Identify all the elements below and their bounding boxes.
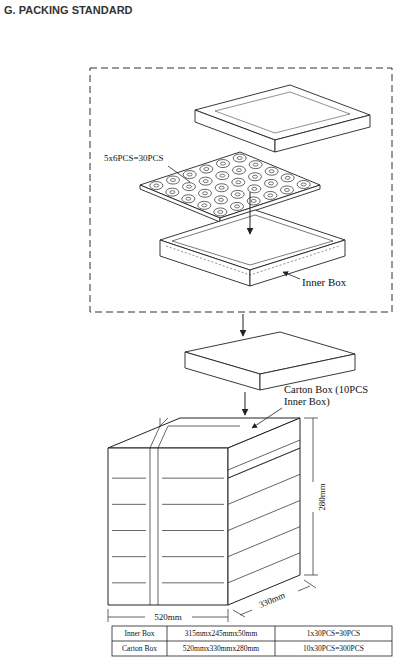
- product-item-hole: [219, 198, 224, 201]
- carton-box: [108, 418, 300, 605]
- product-item: [281, 174, 294, 182]
- product-item: [182, 195, 195, 203]
- table-cell: Inner Box: [124, 629, 154, 638]
- inner-box-layer: [112, 527, 300, 557]
- product-item-hole: [219, 186, 224, 189]
- product-item-hole: [187, 173, 192, 176]
- product-item: [281, 186, 294, 194]
- quantity-label: 5x6PCS=30PCS: [104, 153, 164, 163]
- product-item-hole: [203, 180, 208, 183]
- table-cell: 315mmx245mmx50mm: [185, 629, 258, 638]
- product-item-hole: [285, 176, 290, 179]
- leader-line: [283, 272, 300, 279]
- product-item: [215, 184, 228, 192]
- product-item: [231, 202, 244, 210]
- product-item: [198, 201, 211, 209]
- product-item-hole: [220, 174, 225, 177]
- product-item: [265, 179, 278, 187]
- product-item-hole: [253, 175, 258, 178]
- product-item-hole: [235, 205, 240, 208]
- table-cell: 1x30PCS=30PCS: [307, 629, 360, 638]
- table-cell: 520mmx330mmx280mm: [183, 644, 259, 653]
- product-item-hole: [268, 194, 273, 197]
- product-item: [183, 171, 196, 179]
- product-item: [297, 180, 310, 188]
- product-item-hole: [237, 169, 242, 172]
- product-item: [249, 161, 262, 169]
- product-item-hole: [301, 183, 306, 186]
- dimension: 280mm: [317, 482, 327, 512]
- product-item-hole: [186, 197, 191, 200]
- inner-box-lid: [195, 85, 370, 152]
- product-item: [217, 160, 230, 168]
- product-item-hole: [187, 185, 192, 188]
- inner-box-layer: [112, 474, 300, 504]
- product-item: [200, 165, 213, 173]
- part-name: Carton Box (10PCS Inner Box): [284, 384, 376, 408]
- product-item: [264, 191, 277, 199]
- product-item-hole: [202, 204, 207, 207]
- inner-box-layer: [112, 553, 300, 583]
- product-item: [249, 173, 262, 181]
- dimension: 330mm: [256, 590, 287, 611]
- tray: [140, 152, 320, 222]
- product-item-hole: [269, 182, 274, 185]
- product-item: [166, 188, 179, 196]
- product-item: [233, 166, 246, 174]
- inner-box-layer: [112, 448, 300, 478]
- product-item: [150, 182, 163, 190]
- product-item-hole: [170, 191, 175, 194]
- product-item-hole: [269, 170, 274, 173]
- table-cell: 10x30PCS=300PCS: [303, 644, 364, 653]
- product-item-hole: [218, 210, 223, 213]
- product-item-hole: [237, 157, 242, 160]
- inner-box-base: [160, 210, 345, 286]
- down-arrow: [245, 392, 246, 415]
- product-item: [167, 176, 180, 184]
- product-item-hole: [204, 168, 209, 171]
- product-item-hole: [221, 162, 226, 165]
- product-item: [199, 189, 212, 197]
- product-item-hole: [154, 184, 159, 187]
- section-title: G. PACKING STANDARD: [4, 4, 133, 16]
- product-item: [265, 167, 278, 175]
- product-item: [231, 190, 244, 198]
- dashed-frame: [90, 68, 392, 312]
- product-item-hole: [252, 187, 257, 190]
- down-arrow: [243, 314, 244, 336]
- dimension-lines: [108, 418, 318, 622]
- product-item-hole: [203, 192, 208, 195]
- down-arrow: [250, 192, 251, 234]
- product-item: [183, 183, 196, 191]
- product-item-hole: [171, 179, 176, 182]
- product-item: [232, 178, 245, 186]
- product-item: [248, 185, 261, 193]
- inner-box-layer: [112, 501, 300, 531]
- leader-line: [168, 166, 190, 182]
- product-item-hole: [236, 181, 241, 184]
- product-item-hole: [285, 188, 290, 191]
- product-item: [216, 172, 229, 180]
- product-item: [214, 208, 227, 216]
- product-item: [215, 196, 228, 204]
- part-name: Inner Box: [302, 276, 346, 289]
- carton-lid: [185, 332, 355, 390]
- table-cell: Carton Box: [122, 644, 157, 653]
- dimension: 520mm: [153, 612, 183, 622]
- leader-line: [252, 408, 282, 428]
- product-item: [233, 154, 246, 162]
- product-item: [199, 177, 212, 185]
- product-item: [247, 197, 260, 205]
- product-item-hole: [253, 163, 258, 166]
- spec-table: [112, 626, 392, 656]
- product-item-hole: [235, 193, 240, 196]
- product-item-hole: [251, 199, 256, 202]
